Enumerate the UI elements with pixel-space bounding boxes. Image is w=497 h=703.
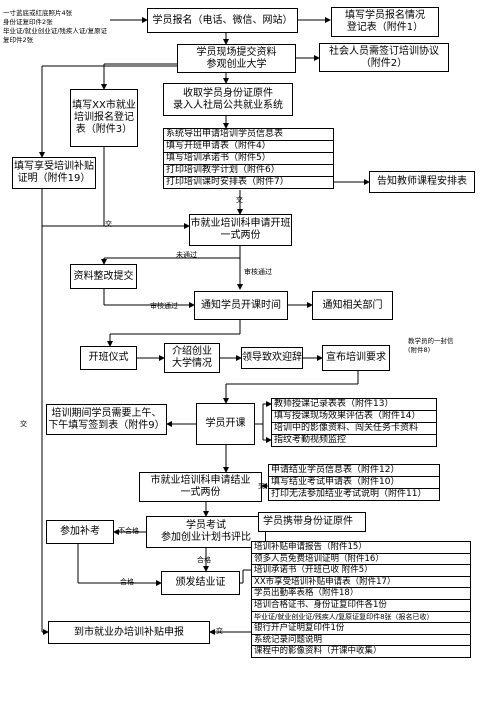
list-item: 系统导出申请培训学员信息表 xyxy=(164,129,333,141)
collect-id-box: 收取学员身份证原件 录入人社局公共就业系统 xyxy=(163,83,293,116)
subsidy-application-box: 到市就业办培训补贴申报 xyxy=(48,621,210,644)
student-registration-box: 学员报名（电话、微信、网站） xyxy=(147,8,298,33)
subsidy-documents-list: 培训补贴申请报告（附件15） 领多人员免费培训证明（附件16） 培训承诺书（开班… xyxy=(251,541,471,658)
announce-requirements-box: 宣布培训要求 xyxy=(322,345,390,371)
opening-ceremony-box: 开班仪式 xyxy=(80,346,137,370)
submit-materials-box: 学员现场提交资料 参观创业大学 xyxy=(177,44,296,73)
letter-handwritten-note: 教学员的一封信 (附件8) xyxy=(408,337,454,354)
list-item: 填写结业考试申请表（附件10） xyxy=(269,477,439,489)
required-documents-note: 一寸蓝底或红底照片4张 身份证复印件2张 毕业证/就业创业证/残疾人证/复原证复… xyxy=(3,9,108,44)
submit-label: 交 xyxy=(258,482,265,490)
notify-departments-box: 通知相关部门 xyxy=(312,291,393,320)
list-item: 培训承诺书（开班已收 附件5） xyxy=(252,565,470,577)
rectify-materials-box: 资料整改提交 xyxy=(70,264,137,289)
list-item: 毕业证/就业创业证/残疾人/复原证复印件8张（报名已收） xyxy=(252,612,470,624)
list-item: 申请结业学员信息表（附件12） xyxy=(269,465,439,477)
list-item: 打印培训教学计划（附件6） xyxy=(164,165,333,177)
training-agreement-box: 社会人员需签订培训协议 （附件2） xyxy=(319,43,449,72)
list-item: 填写培训承诺书（附件5） xyxy=(164,153,333,165)
list-item: 系统记录问题说明 xyxy=(252,635,470,647)
welcome-speech-box: 领导致欢迎辞 xyxy=(241,347,303,369)
list-item: XX市享受培训补贴申请表（附件17） xyxy=(252,577,470,589)
subsidy-certificate-box: 填写享受培训补贴 证明（附件19） xyxy=(12,157,96,189)
submit-label: 交 xyxy=(20,420,27,428)
student-exam-box: 学员考试 参加创业计划书评比 xyxy=(146,516,266,548)
list-item: 课程中的影像资料（开课中收集） xyxy=(254,646,382,657)
not-passed-label: 未通过 xyxy=(176,251,197,259)
city-registration-form-box: 填写XX市就业 培训报名登记 表（附件3） xyxy=(70,89,138,147)
list-item: 银行开户证明复印件1份 xyxy=(252,623,470,635)
submit-label: 交 xyxy=(105,220,112,228)
notify-class-time-box: 通知学员开课时间 xyxy=(194,291,288,320)
completion-documents-list: 申请结业学员信息表（附件12） 填写结业考试申请表（附件10） 打印无法参加结业… xyxy=(268,464,440,501)
list-item: 培训补贴申请报告（附件15） xyxy=(252,542,470,554)
submit-label: 交 xyxy=(216,627,223,635)
review-passed-label: 审核通过 xyxy=(244,268,272,276)
apply-class-opening-box: 市就业培训科申请开班 一式两份 xyxy=(189,214,292,246)
retake-exam-box: 参加补考 xyxy=(46,520,114,544)
list-item: 教师授课记录表表（附件13） xyxy=(272,399,436,411)
list-item: 培训中的影像资料、闯关任务卡资料 xyxy=(272,423,436,435)
list-item: 打印无法参加结业考试说明（附件11） xyxy=(271,489,427,499)
class-opening-documents-list: 系统导出申请培训学员信息表 填写开班申请表（附件4） 填写培训承诺书（附件5） … xyxy=(163,128,334,189)
introduce-university-box: 介绍创业 大学情况 xyxy=(164,343,220,373)
fail-label: 不合格 xyxy=(118,527,139,535)
list-item: 填写授课现场效果评估表（附件14） xyxy=(272,411,436,423)
class-start-box: 学员开课 xyxy=(196,403,255,445)
list-item: 填写开班申请表（附件4） xyxy=(164,141,333,153)
teaching-records-list: 教师授课记录表表（附件13） 填写授课现场效果评估表（附件14） 培训中的影像资… xyxy=(271,398,437,447)
sign-in-sheet-box: 培训期间学员需要上午、 下午填写签到表（附件9） xyxy=(46,404,167,435)
apply-completion-box: 市就业培训科申请结业 一式两份 xyxy=(139,472,262,502)
list-item: 学员出勤率表格（附件18） xyxy=(252,588,470,600)
pass-label: 合格 xyxy=(197,556,211,564)
list-item: 领多人员免费培训证明（附件16） xyxy=(252,554,470,566)
submit-label: 交 xyxy=(236,196,243,204)
issue-certificate-box: 颁发结业证 xyxy=(161,571,240,595)
pass-label: 合格 xyxy=(120,578,134,586)
list-item: 指纹考勤视频监控 xyxy=(274,435,347,445)
notify-teacher-box: 告知教师课程安排表 xyxy=(369,171,475,193)
review-passed-label: 审核通过 xyxy=(150,302,178,310)
list-item: 培训合格证书、身份证复印件各1份 xyxy=(252,600,470,612)
list-item: 打印培训课时安排表（附件7） xyxy=(166,177,289,187)
bring-id-box: 学员携带身份证原件 xyxy=(258,512,366,532)
registration-form-box: 填写学员报名情况 登记表（附件1） xyxy=(331,7,439,37)
